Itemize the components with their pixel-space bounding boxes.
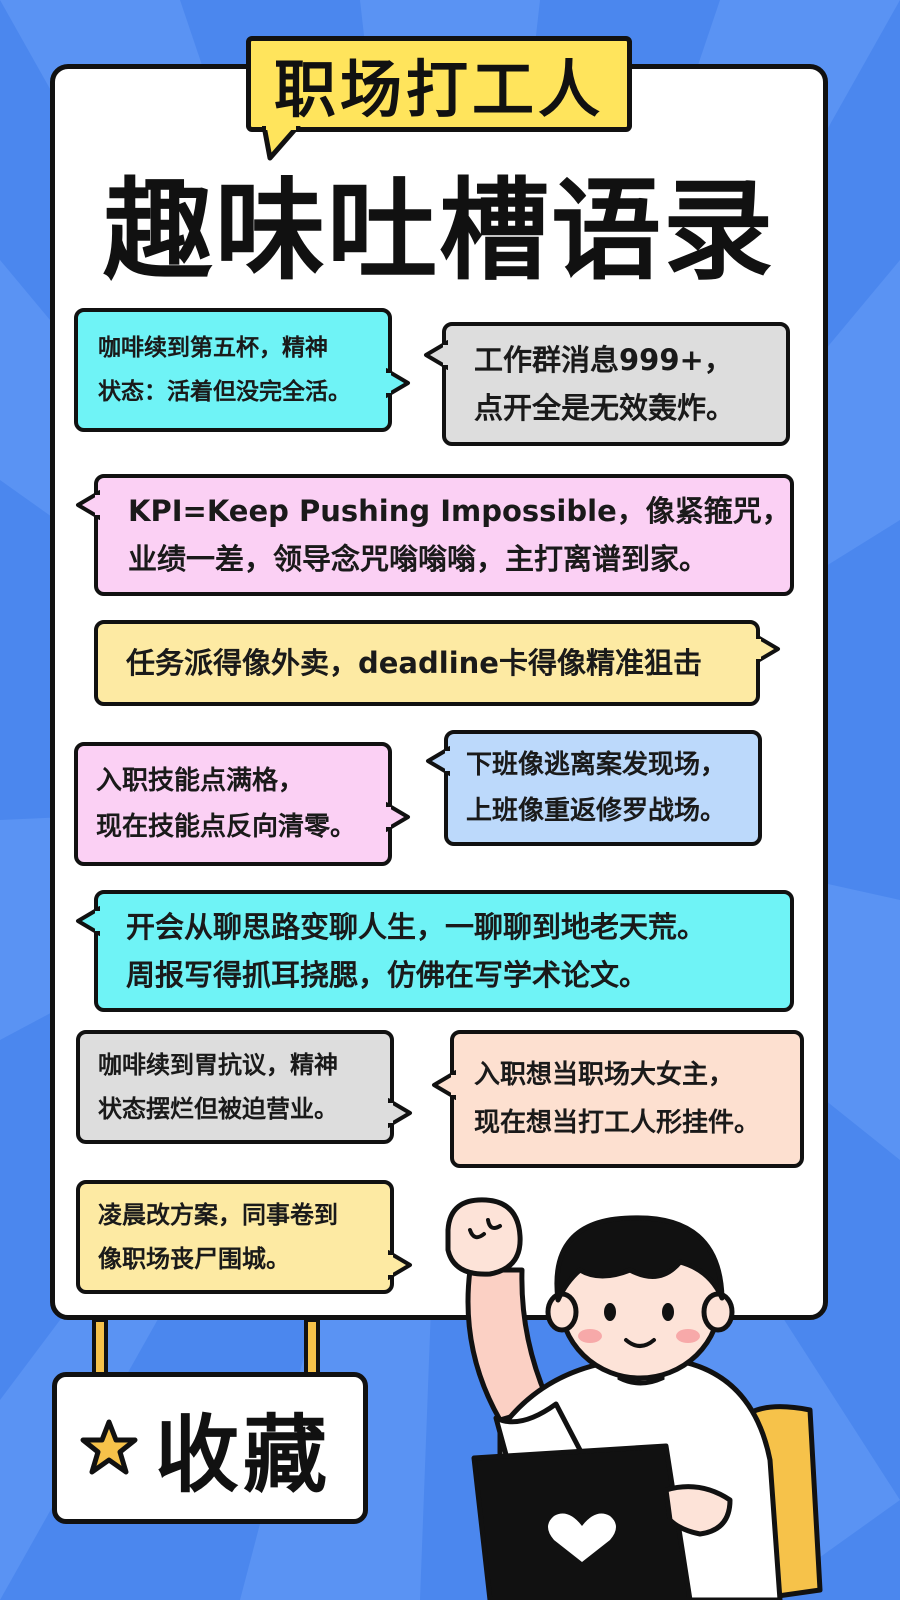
speech-tail-icon (756, 634, 780, 664)
quote-line: 咖啡续到胃抗议，精神 (98, 1051, 338, 1079)
quote-bubble: 下班像逃离案发现场， 上班像重返修罗战场。 (444, 730, 762, 846)
quote-line: KPI=Keep Pushing Impossible，像紧箍咒， (128, 494, 791, 528)
speech-tail-icon (388, 1098, 412, 1128)
quote-line: 状态摆烂但被迫营业。 (98, 1095, 338, 1123)
quote-line: 开会从聊思路变聊人生，一聊聊到地老天荒。 (126, 910, 707, 944)
page-headline: 趣味吐槽语录 (103, 167, 775, 295)
save-label: 收藏 (155, 1405, 332, 1504)
speech-tail-icon (76, 906, 100, 936)
tag-label: 职场打工人 (273, 53, 604, 126)
quote-line: 状态：活着但没完全活。 (98, 379, 351, 405)
speech-tail-icon (386, 802, 410, 832)
heart-icon (548, 1513, 616, 1562)
quote-bubble: 开会从聊思路变聊人生，一聊聊到地老天荒。 周报写得抓耳挠腮，仿佛在写学术论文。 (94, 890, 794, 1012)
quote-bubble: 咖啡续到胃抗议，精神 状态摆烂但被迫营业。 (76, 1030, 394, 1144)
quote-line: 上班像重返修罗战场。 (466, 796, 727, 826)
quote-line: 下班像逃离案发现场， (466, 750, 727, 780)
speech-tail-icon (426, 746, 450, 776)
quote-bubble: KPI=Keep Pushing Impossible，像紧箍咒， 业绩一差，领… (94, 474, 794, 596)
quote-bubble: 凌晨改方案，同事卷到 像职场丧尸围城。 (76, 1180, 394, 1294)
speech-tail-icon (76, 490, 100, 520)
office-worker-illustration (445, 1197, 823, 1600)
speech-tail-icon (432, 1070, 456, 1100)
quote-line: 凌晨改方案，同事卷到 (98, 1201, 338, 1229)
quote-line: 点开全是无效轰炸。 (474, 391, 736, 425)
quote-line: 现在技能点反向清零。 (96, 812, 357, 842)
quote-line: 咖啡续到第五杯，精神 (98, 335, 328, 361)
tag-tail-icon (262, 126, 301, 161)
save-button[interactable]: 收藏 (52, 1372, 368, 1524)
quote-line: 现在想当打工人形挂件。 (474, 1108, 761, 1138)
quote-bubble: 入职想当职场大女主， 现在想当打工人形挂件。 (450, 1030, 804, 1168)
quote-line: 入职想当职场大女主， (474, 1060, 735, 1090)
quote-line: 周报写得抓耳挠腮，仿佛在写学术论文。 (126, 958, 649, 992)
quote-line: 入职技能点满格， (96, 766, 305, 796)
speech-tail-icon (424, 340, 448, 370)
quote-line: 业绩一差，领导念咒嗡嗡嗡，主打离谱到家。 (128, 542, 709, 576)
title-tag: 职场打工人 (246, 36, 632, 132)
quote-line: 工作群消息999+， (474, 343, 733, 377)
quote-line: 像职场丧尸围城。 (98, 1245, 290, 1273)
speech-tail-icon (386, 368, 410, 398)
quote-bubble: 咖啡续到第五杯，精神 状态：活着但没完全活。 (74, 308, 392, 432)
quote-bubble: 任务派得像外卖，deadline卡得像精准狙击 (94, 620, 760, 706)
star-icon (80, 1419, 138, 1475)
quote-bubble: 工作群消息999+， 点开全是无效轰炸。 (442, 322, 790, 446)
quote-line: 任务派得像外卖，deadline卡得像精准狙击 (126, 646, 702, 680)
speech-tail-icon (388, 1250, 412, 1280)
quote-bubble: 入职技能点满格， 现在技能点反向清零。 (74, 742, 392, 866)
